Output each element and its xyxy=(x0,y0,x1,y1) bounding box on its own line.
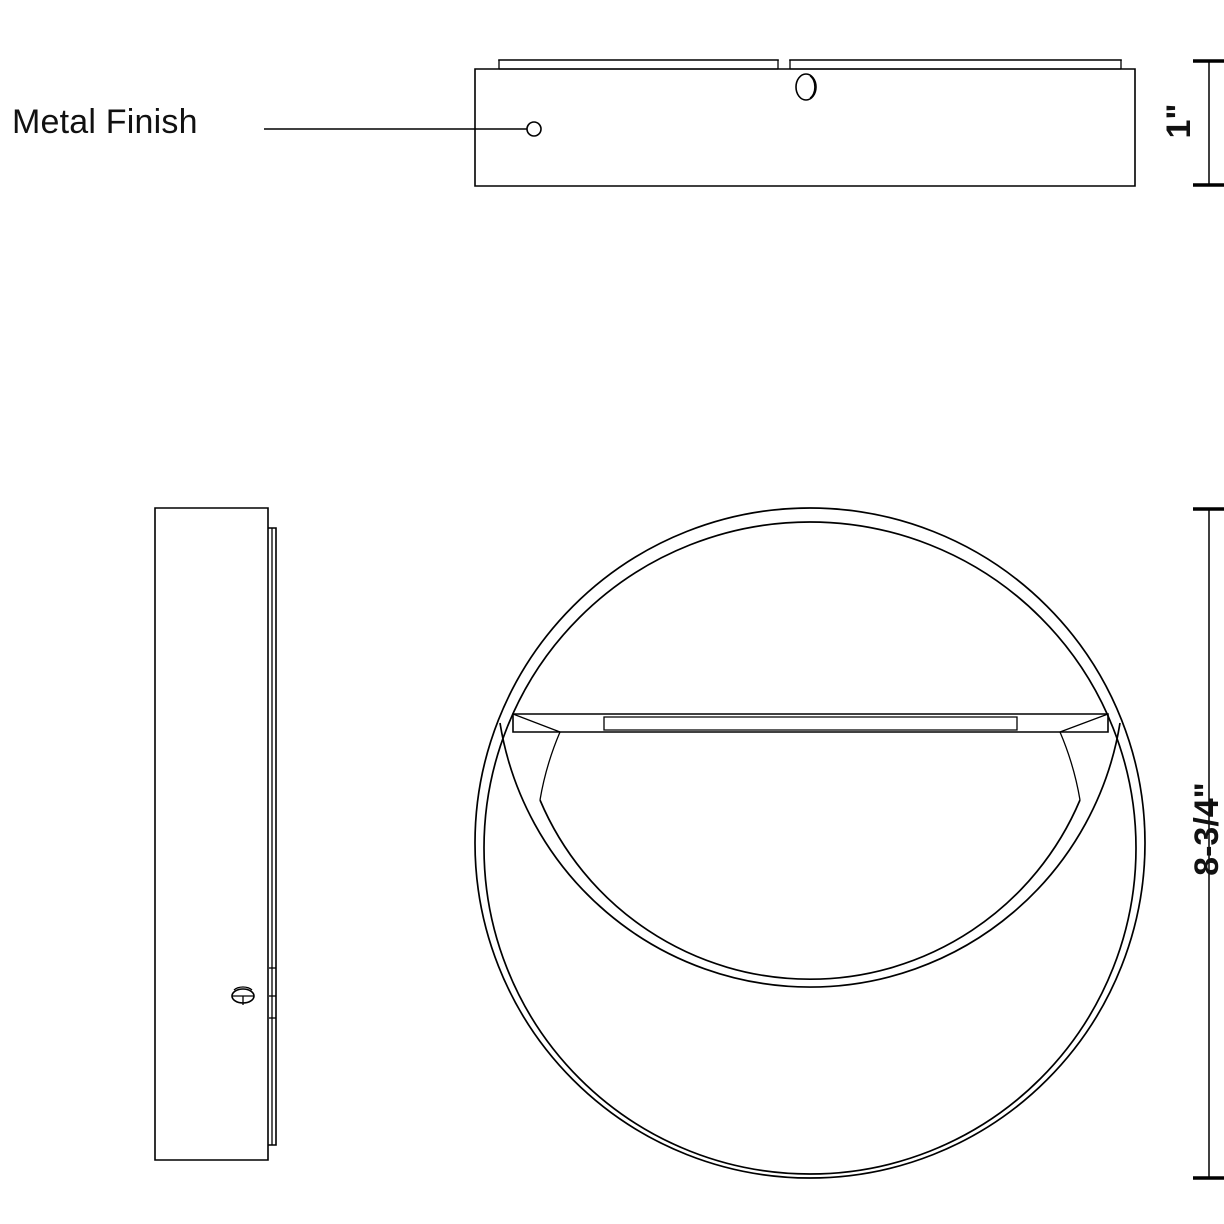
knob-icon xyxy=(795,73,817,101)
front-view-inner-wall-right xyxy=(1059,731,1081,801)
front-view-inner-wall-left xyxy=(539,731,561,801)
front-view-bowl-arc xyxy=(539,799,1081,980)
metal-finish-label: Metal Finish xyxy=(12,103,198,141)
side-view-body-outline xyxy=(154,507,269,1161)
dimension-height-label: 8-3/4" xyxy=(1188,782,1224,876)
front-view-slot-taper-right xyxy=(1059,713,1109,733)
front-view-slot-inner-bar xyxy=(603,716,1018,731)
knob-icon xyxy=(231,986,255,1005)
top-view xyxy=(264,59,1136,187)
front-view-shade-arc xyxy=(499,722,1121,988)
front-view-inner-circle xyxy=(483,521,1137,1175)
dimension-depth xyxy=(1193,59,1224,187)
front-view-slot-outline xyxy=(512,713,1109,733)
dimension-height xyxy=(1193,507,1224,1180)
dimension-depth-label: 1" xyxy=(1160,103,1198,139)
front-view-slot-taper-left xyxy=(512,713,561,733)
side-view xyxy=(154,507,277,1161)
front-view-outer-circle xyxy=(474,507,1146,1179)
top-view-body-outline xyxy=(474,68,1136,187)
front-view xyxy=(474,507,1146,1179)
circle-dot-icon xyxy=(526,121,542,137)
